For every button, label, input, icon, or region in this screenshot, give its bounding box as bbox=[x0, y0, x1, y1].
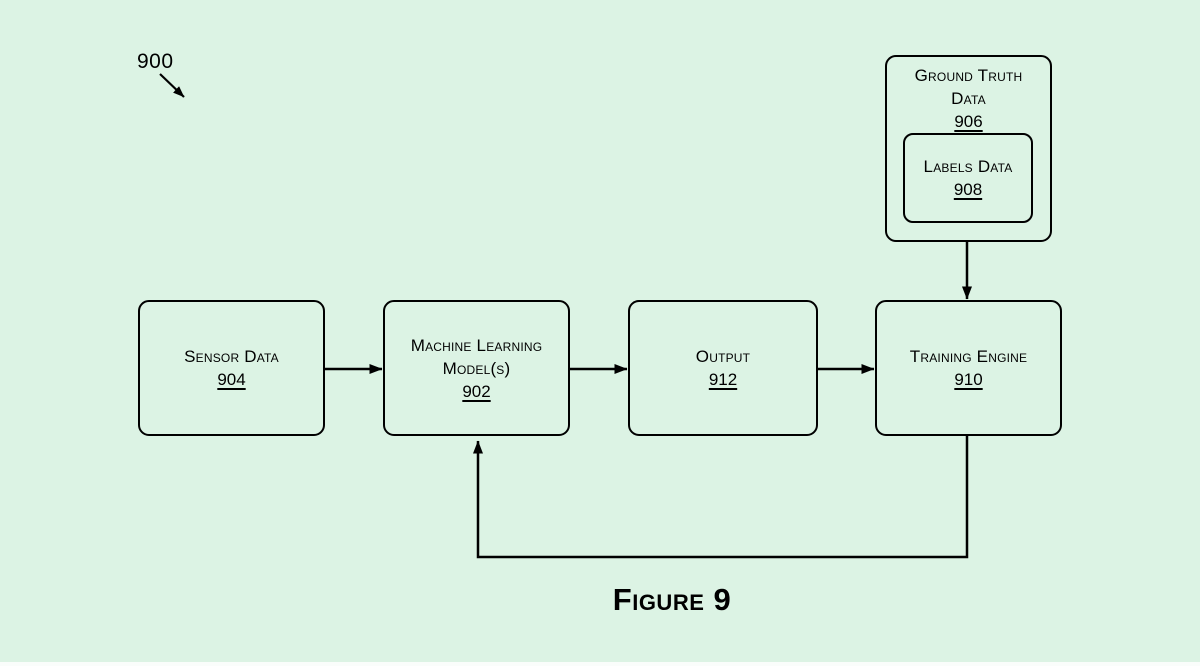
training-engine-ref: 910 bbox=[954, 370, 983, 389]
bottom-edge-artifact bbox=[0, 662, 1200, 666]
output-box: Output 912 bbox=[628, 300, 818, 436]
labels-data-ref: 908 bbox=[953, 180, 983, 199]
labels-data-box: Labels Data 908 bbox=[903, 133, 1033, 223]
sensor-data-label: Sensor Data bbox=[184, 347, 279, 366]
ground-truth-data-ref: 906 bbox=[954, 112, 983, 131]
figure-reference-arrow bbox=[159, 73, 185, 98]
ground-truth-data-label: Ground Truth Data bbox=[914, 66, 1023, 108]
figure-caption: Figure 9 bbox=[612, 582, 732, 617]
training-engine-box: Training Engine 910 bbox=[875, 300, 1062, 436]
machine-learning-models-ref: 902 bbox=[462, 381, 491, 401]
labels-data-label: Labels Data bbox=[923, 157, 1013, 176]
output-ref: 912 bbox=[708, 370, 738, 389]
sensor-data-ref: 904 bbox=[217, 370, 246, 389]
ground-truth-data-box: Ground Truth Data 906 Labels Data 908 bbox=[885, 55, 1052, 242]
machine-learning-models-box: Machine Learning Model(s) 902 bbox=[383, 300, 570, 436]
output-label: Output bbox=[695, 347, 751, 366]
machine-learning-models-label: Machine Learning Model(s) bbox=[410, 335, 543, 378]
figure-reference-number: 900 bbox=[137, 50, 174, 73]
training-engine-label: Training Engine bbox=[909, 347, 1028, 366]
arrow-feedback-training-to-ml bbox=[473, 436, 969, 559]
sensor-data-box: Sensor Data 904 bbox=[138, 300, 325, 436]
